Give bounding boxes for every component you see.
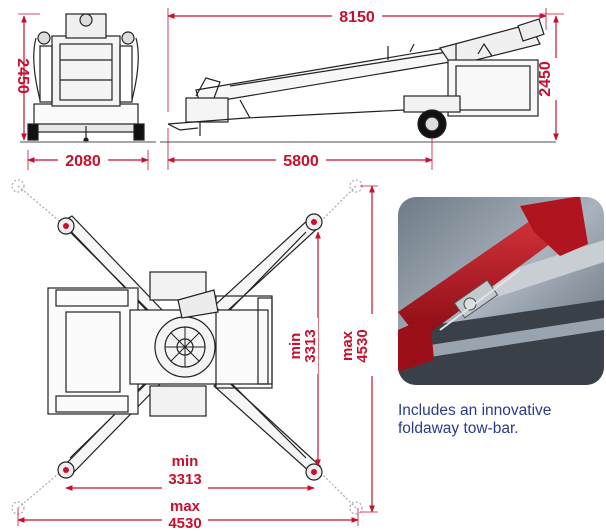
dimension-top-min-horizontal: min 3313	[65, 448, 315, 492]
front-view	[27, 13, 145, 143]
caption-line-1: Includes an innovative	[398, 402, 552, 419]
front-height-label: 2450	[14, 58, 31, 94]
tow-bar-caption: Includes an innovative foldaway tow-bar.	[398, 402, 598, 438]
dimension-wheelbase: 5800	[167, 128, 433, 170]
top-min-vertical-label-a: min	[287, 333, 304, 360]
front-width-label: 2080	[65, 153, 101, 170]
dimension-side-length: 8150	[167, 7, 547, 112]
dimension-side-height: 2450	[537, 13, 564, 141]
dimension-front-height: 2450	[4, 13, 40, 141]
dimension-top-max-horizontal: max 4530	[17, 496, 359, 531]
dimension-top-max-vertical: max 4530	[339, 185, 378, 513]
dimension-front-width: 2080	[27, 150, 149, 170]
top-max-horizontal-label-a: max	[170, 498, 201, 515]
top-min-horizontal-label-b: 3313	[168, 471, 201, 488]
caption-line-2: foldaway tow-bar.	[398, 420, 519, 437]
side-length-label: 8150	[339, 9, 375, 26]
foldaway-tow-bar-photo	[398, 197, 604, 385]
top-min-horizontal-label-a: min	[172, 453, 199, 470]
top-max-horizontal-label-b: 4530	[168, 515, 201, 531]
wheelbase-label: 5800	[283, 153, 319, 170]
side-view	[167, 18, 545, 139]
top-max-vertical-label-b: 4530	[354, 329, 371, 362]
dimension-top-min-vertical: min 3313	[287, 231, 321, 467]
side-height-label: 2450	[537, 61, 554, 97]
top-view	[11, 179, 363, 515]
top-max-vertical-label-a: max	[339, 330, 356, 361]
top-min-vertical-label-b: 3313	[302, 329, 319, 362]
